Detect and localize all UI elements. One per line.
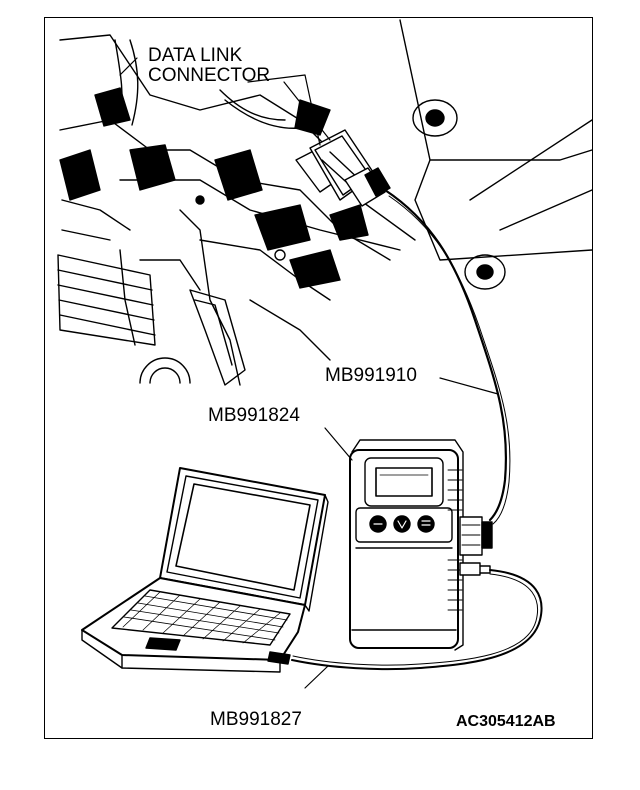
leader-mb991824 <box>324 427 353 461</box>
data-link-label-line1: DATA LINK <box>148 45 243 66</box>
laptop-computer <box>81 467 329 673</box>
figure-code: AC305412AB <box>456 713 556 730</box>
cable-mb991910 <box>383 188 511 525</box>
data-link-label-line2: CONNECTOR <box>148 65 271 86</box>
label-mb991910: MB991910 <box>325 365 417 386</box>
data-link-leader-lines <box>119 57 331 146</box>
vehicle-dash-area <box>57 19 593 386</box>
device-mb991824 <box>349 439 493 651</box>
data-link-connector <box>295 129 391 207</box>
leader-mb991910 <box>439 377 499 395</box>
leader-mb991827 <box>304 665 329 689</box>
label-mb991824: MB991824 <box>208 405 300 426</box>
label-mb991827: MB991827 <box>210 709 302 730</box>
figure-frame <box>44 17 593 739</box>
cable-mb991827 <box>291 569 543 671</box>
